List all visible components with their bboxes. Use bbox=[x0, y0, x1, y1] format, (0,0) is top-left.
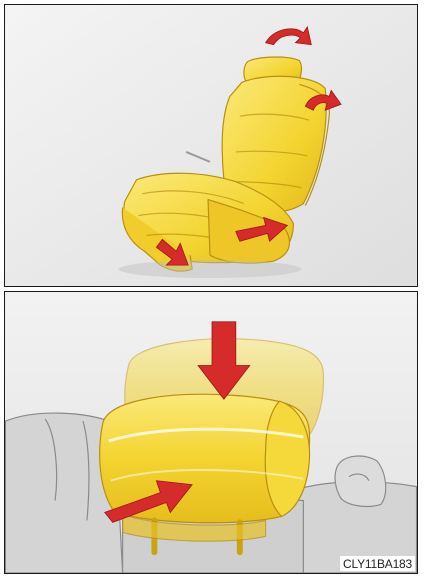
headrest-illustration-panel: CLY11BA183 bbox=[4, 291, 418, 574]
seat-shadow bbox=[119, 260, 302, 278]
headrest-illustration bbox=[5, 292, 417, 573]
seat-illustration-panel bbox=[4, 4, 418, 287]
figure-code: CLY11BA183 bbox=[340, 556, 415, 571]
seat-illustration bbox=[5, 5, 417, 286]
side-headrest bbox=[335, 456, 386, 506]
